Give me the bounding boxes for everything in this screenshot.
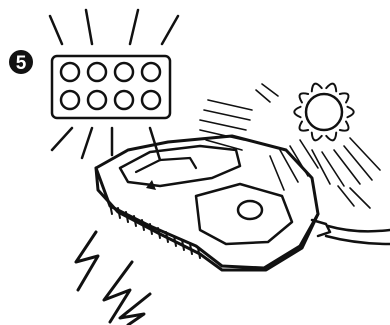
- sun-petal: [347, 107, 353, 117]
- remote-transmitter-icon: [96, 136, 390, 270]
- sun-icon: [200, 84, 380, 208]
- sun-petal: [340, 122, 349, 131]
- led-light: [88, 91, 106, 109]
- sun-petal: [299, 93, 308, 102]
- sun-petal: [326, 84, 336, 92]
- led-light: [61, 63, 79, 81]
- lightning-signal-icon: [76, 232, 150, 325]
- led-light: [115, 91, 133, 109]
- sun-petal: [299, 122, 308, 131]
- sun-petal: [326, 133, 336, 141]
- sun-petal: [294, 107, 300, 117]
- step-number: 5: [16, 53, 27, 74]
- step-badge: 5: [9, 50, 33, 74]
- led-indicator-panel-icon: [50, 10, 178, 160]
- led-grid: [61, 63, 160, 109]
- led-light: [61, 91, 79, 109]
- sun-petal: [340, 93, 349, 102]
- led-light: [142, 91, 160, 109]
- panel-rays-top: [50, 10, 178, 44]
- led-light: [142, 63, 160, 81]
- led-light: [115, 63, 133, 81]
- sun-petal: [312, 84, 322, 92]
- led-light: [88, 63, 106, 81]
- sun-light-streaks: [200, 84, 380, 208]
- sun-petal: [312, 133, 322, 141]
